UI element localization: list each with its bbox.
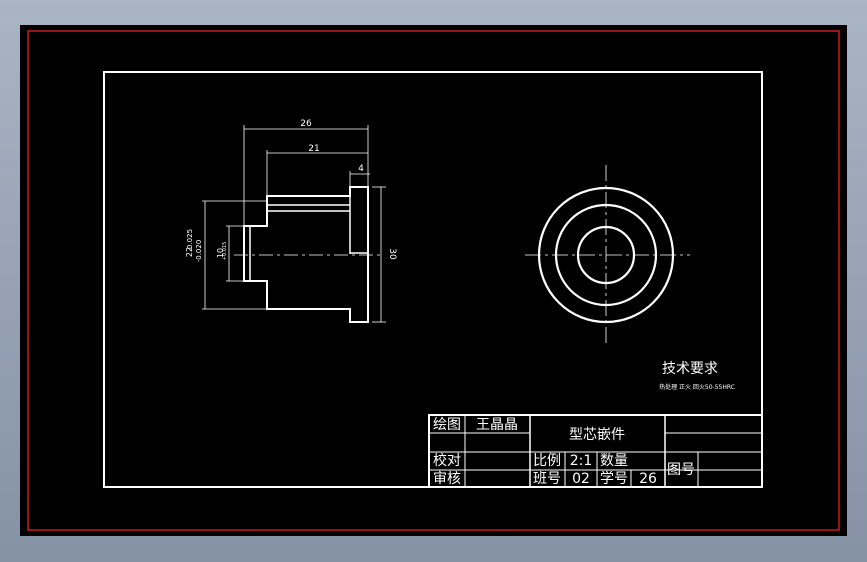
section-view: 26 21 4 30 22 -0.020 0.025 10 +0.015	[185, 119, 397, 323]
dim-flange-thickness: 4	[358, 164, 364, 174]
tech-req-note: 热处理 正火 回火50-55HRC	[659, 383, 735, 391]
tb-label-drawn: 绘图	[433, 417, 461, 433]
sheet-border	[27, 30, 840, 531]
dim-body-length: 21	[308, 144, 319, 154]
tb-label-student: 学号	[600, 471, 628, 487]
cad-viewport[interactable]: 26 21 4 30 22 -0.020 0.025 10 +0.015	[20, 25, 847, 536]
dim-shoulder-dia-2: -0.020	[195, 240, 203, 263]
tb-label-checked: 校对	[433, 452, 461, 469]
tb-label-drawing-no: 图号	[667, 462, 695, 478]
tb-label-scale: 比例	[533, 453, 561, 469]
tb-label-quantity: 数量	[600, 453, 628, 469]
dim-overall-length: 26	[300, 119, 312, 129]
part-outline	[243, 186, 369, 323]
tb-label-reviewed: 审核	[433, 471, 461, 487]
cad-drawing: 26 21 4 30 22 -0.020 0.025 10 +0.015	[27, 30, 840, 531]
tb-part-name: 型芯嵌件	[569, 427, 625, 443]
tb-label-class: 班号	[533, 471, 561, 487]
tb-class-no: 02	[572, 471, 590, 487]
tb-student-no: 26	[639, 471, 657, 487]
dim-bore-diameter: 10	[216, 248, 225, 258]
tb-drawn-by: 王晶晶	[476, 417, 518, 433]
tb-scale: 2:1	[570, 453, 593, 469]
dim-shoulder-dia-1: 22	[185, 247, 194, 257]
title-block	[428, 414, 763, 488]
end-view	[525, 165, 690, 347]
dim-bore-tol: +0.015	[222, 242, 228, 261]
dim-shoulder-tol: 0.025	[186, 229, 194, 249]
tech-req-heading: 技术要求	[662, 361, 718, 377]
dim-flange-diameter: 30	[387, 248, 397, 260]
